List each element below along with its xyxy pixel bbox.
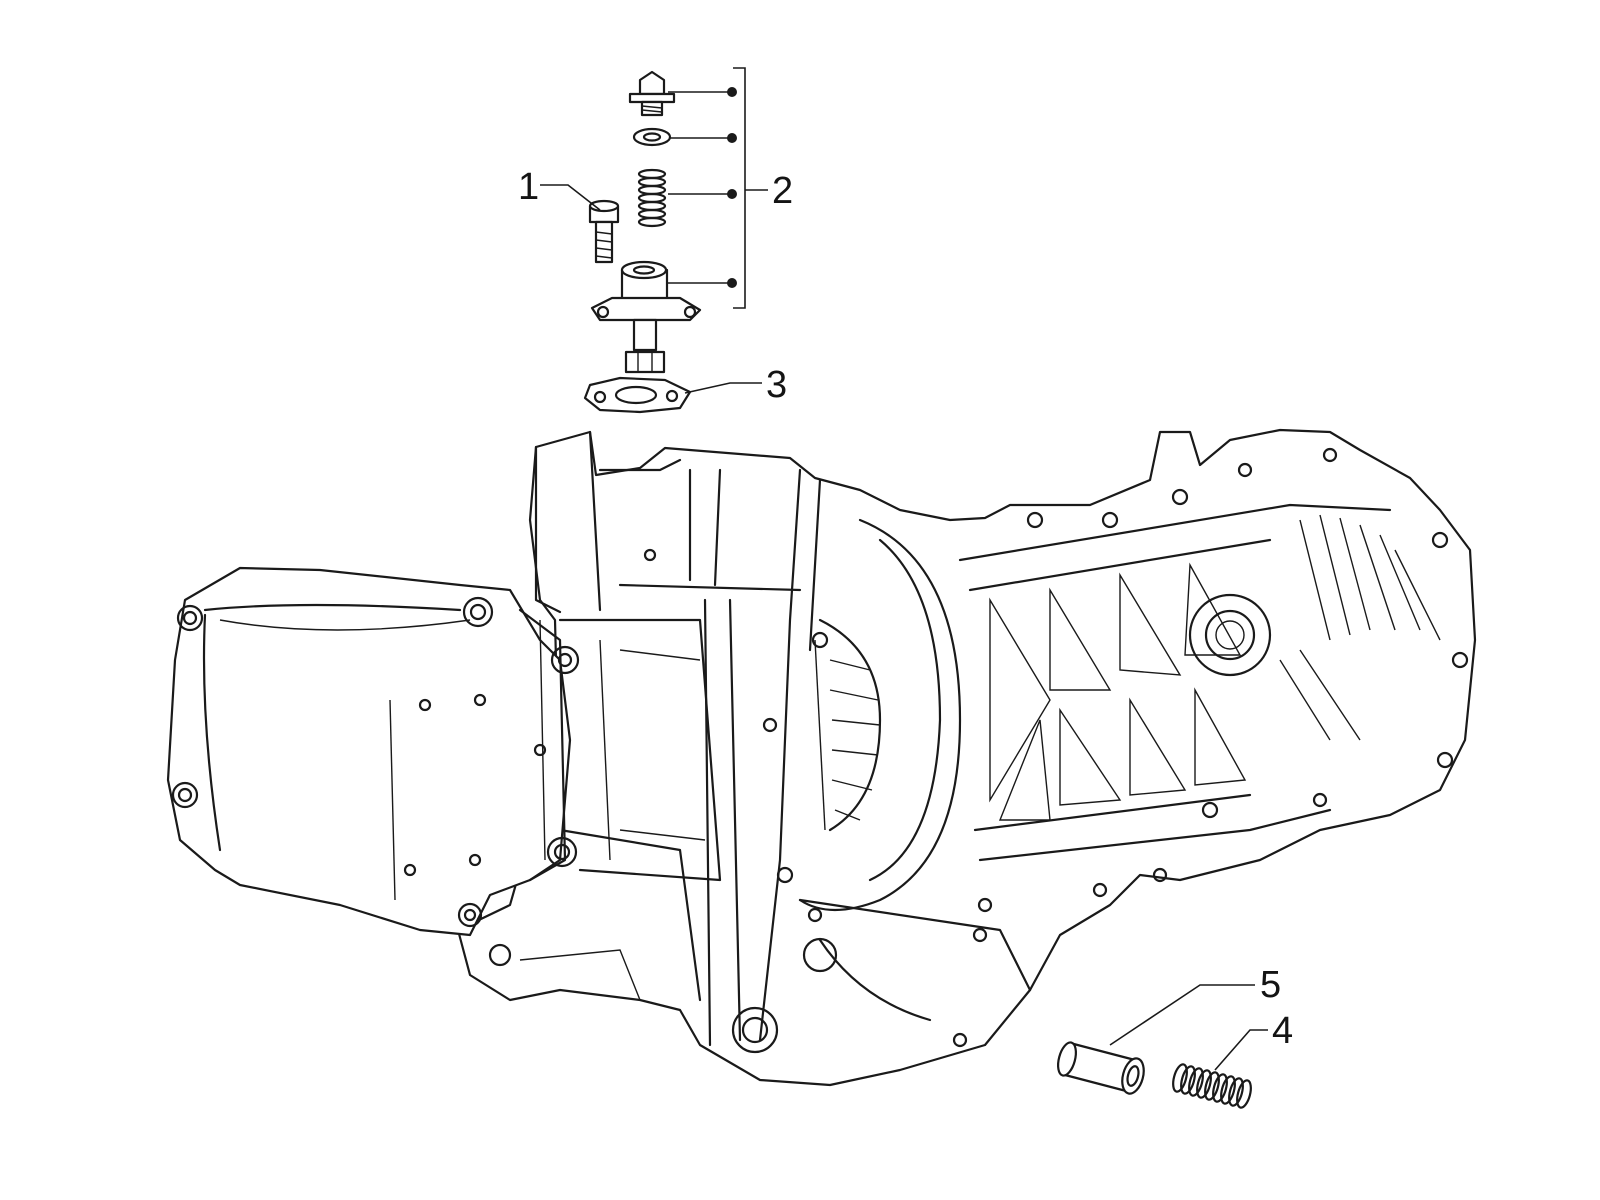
crankcase: [456, 428, 1477, 1087]
callout-label-4: 4: [1272, 1010, 1294, 1052]
callout-label-2: 2: [772, 170, 794, 212]
spring-part-4: [1172, 1029, 1268, 1109]
cylinder-head-cover: [166, 566, 722, 937]
bushing-part-5: [1057, 984, 1255, 1095]
callout-label-1: 1: [518, 166, 540, 208]
chain-tensioner-assembly: [540, 67, 768, 414]
callout-label-5: 5: [1260, 964, 1282, 1006]
callout-label-3: 3: [766, 364, 788, 406]
